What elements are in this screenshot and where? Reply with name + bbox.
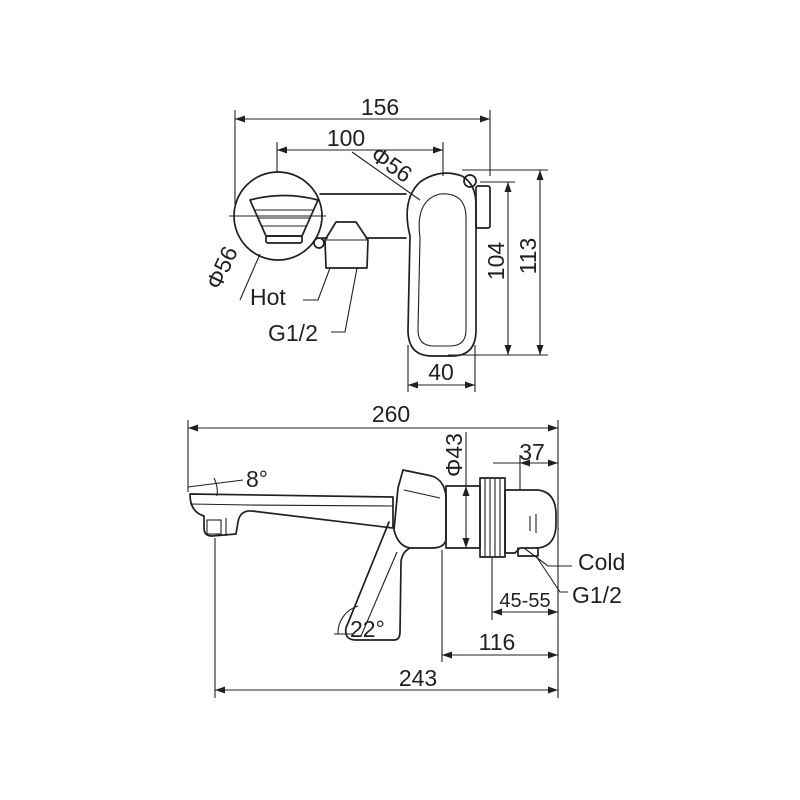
leader-hot-thread xyxy=(331,267,358,333)
hot-inlet xyxy=(324,221,369,269)
leader-cold-thread xyxy=(535,555,568,593)
hot-thread-label: G1/2 xyxy=(268,320,318,346)
lever-front xyxy=(406,172,491,357)
lever-angle-arc xyxy=(337,605,359,635)
escutcheon xyxy=(504,489,557,557)
spout xyxy=(189,493,394,537)
dimension-body-length: 116 xyxy=(479,629,516,655)
dimension-overall-width: 156 xyxy=(361,94,399,120)
dimension-overall-height: 113 xyxy=(515,238,541,275)
valve-body-front xyxy=(313,193,407,249)
dimension-body-diameter: Φ43 xyxy=(441,433,467,477)
leader-hot xyxy=(303,267,331,301)
spout-angle-line xyxy=(187,479,244,488)
hot-label: Hot xyxy=(250,284,286,310)
dimension-center-distance: 100 xyxy=(327,125,365,151)
lever-angle: 22° xyxy=(350,616,385,642)
spout-angle-arc xyxy=(213,477,218,497)
leader-cold xyxy=(523,547,572,567)
cold-label: Cold xyxy=(578,549,625,575)
spout-angle: 8° xyxy=(246,466,268,492)
dimension-wall-range: 45-55 xyxy=(499,590,550,612)
leader-handle-diameter xyxy=(239,253,261,301)
dimension-lever-height: 104 xyxy=(483,242,509,281)
dimension-lever-width: 40 xyxy=(428,359,454,385)
lever-side xyxy=(344,469,447,641)
leader-lever-diameter xyxy=(351,151,421,201)
side-extension-lines xyxy=(187,420,559,698)
dimension-escutcheon-depth: 37 xyxy=(519,439,545,465)
cold-thread-label: G1/2 xyxy=(572,582,622,608)
dimension-overall-length: 260 xyxy=(372,401,410,427)
handle-knob xyxy=(249,194,319,244)
dimension-spout-length: 243 xyxy=(399,665,437,691)
side-view: 260 Φ43 37 8° xyxy=(187,401,625,698)
